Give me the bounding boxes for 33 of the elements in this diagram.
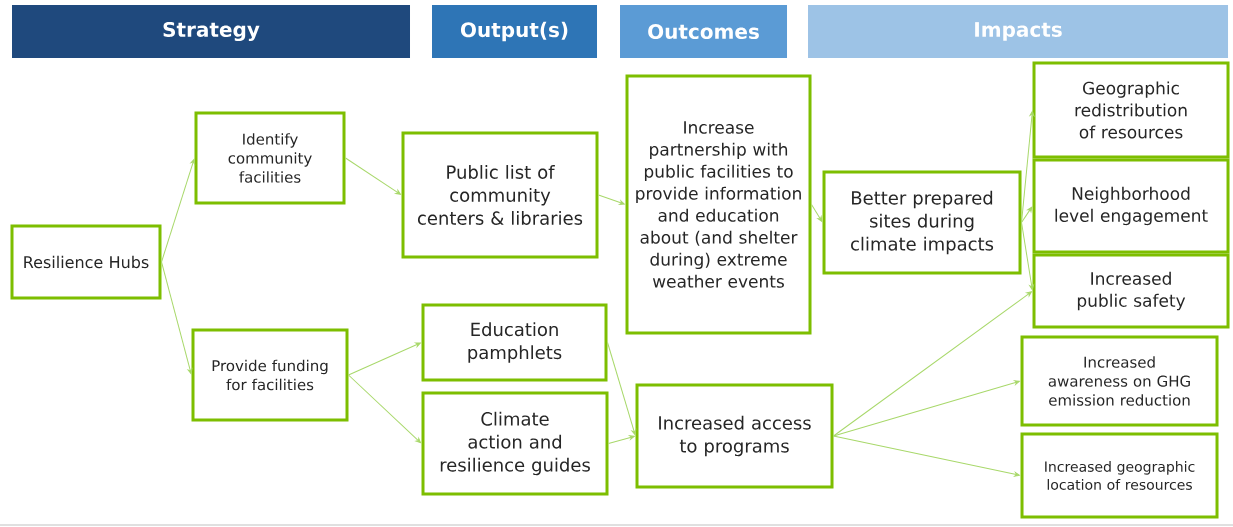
arrow bbox=[811, 204, 823, 222]
process-box: Increased access to programs bbox=[635, 383, 834, 489]
process-box: Increased geographic location of resources bbox=[1020, 432, 1219, 519]
process-box: Neighborhood level engagement bbox=[1032, 158, 1230, 254]
process-box: Better prepared sites during climate impacts bbox=[822, 170, 1022, 275]
arrow bbox=[833, 291, 1032, 437]
column-header: Impacts bbox=[808, 5, 1228, 58]
arrow bbox=[161, 261, 193, 375]
column-header: Strategy bbox=[12, 5, 410, 58]
arrow bbox=[608, 435, 635, 444]
arrow bbox=[161, 158, 196, 263]
column-header: Output(s) bbox=[432, 5, 597, 58]
arrow bbox=[348, 342, 421, 376]
arrow bbox=[1021, 222, 1034, 291]
process-box: Provide funding for facilities bbox=[191, 328, 349, 422]
arrow bbox=[348, 374, 422, 444]
process-box: Education pamphlets bbox=[421, 303, 608, 382]
process-box: Climate action and resilience guides bbox=[421, 391, 609, 496]
arrow bbox=[833, 435, 1020, 477]
process-box: Increased awareness on GHG emission reduction bbox=[1020, 335, 1219, 427]
arrow bbox=[833, 380, 1020, 437]
arrow bbox=[1021, 206, 1033, 223]
arrow bbox=[598, 194, 625, 205]
process-box: Public list of community centers & libraries bbox=[401, 131, 599, 259]
arrow bbox=[607, 342, 637, 436]
process-box: Geographic redistribution of resources bbox=[1032, 61, 1230, 159]
column-header: Outcomes bbox=[620, 5, 787, 58]
process-box: Increased public safety bbox=[1032, 253, 1230, 329]
process-box: Resilience Hubs bbox=[10, 224, 162, 300]
arrow bbox=[1021, 110, 1035, 223]
arrow bbox=[345, 157, 401, 195]
process-box: Identify community facilities bbox=[194, 111, 346, 205]
process-box: Increase partnership with public facilities to provide information and education about (and shelter during) extreme weather events bbox=[625, 74, 812, 335]
